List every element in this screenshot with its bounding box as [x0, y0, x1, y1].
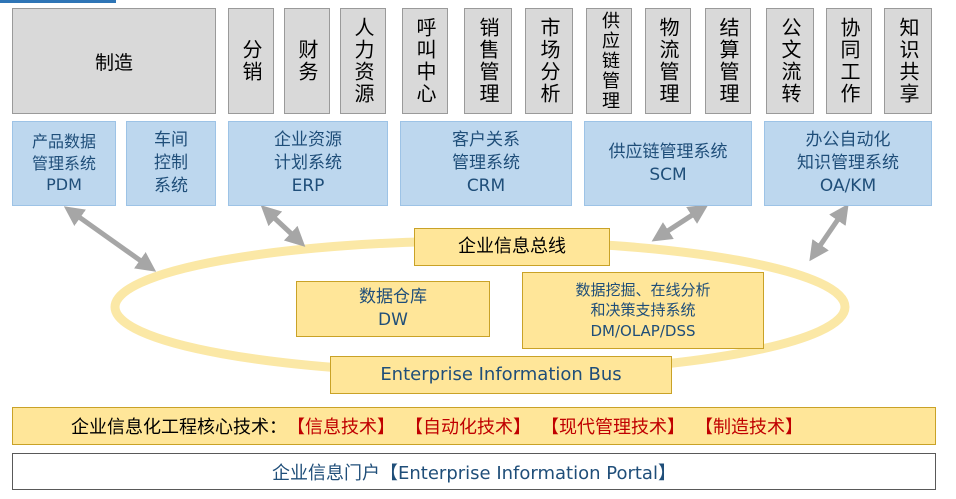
function-label: 人力资源	[351, 17, 375, 105]
core-tech-item: 【信息技术】	[287, 417, 395, 438]
function-label: 分销	[239, 39, 263, 83]
function-box: 财务	[284, 8, 330, 114]
core-tech-item: 【现代管理技术】	[541, 417, 685, 438]
arrow-oakm-bus	[809, 203, 849, 262]
system-workshop-control: 车间 控制 系统	[126, 121, 216, 206]
function-label: 销售管理	[476, 17, 500, 105]
arrow-erp-bus	[260, 205, 306, 247]
function-label: 知识共享	[896, 17, 920, 105]
function-label: 呼叫中心	[413, 17, 437, 105]
system-pdm: 产品数据 管理系统 PDM	[12, 121, 116, 206]
bus-title-en: Enterprise Information Bus	[330, 356, 672, 394]
function-box: 销售管理	[464, 8, 512, 114]
function-box: 协同工作	[826, 8, 872, 114]
core-tech-item: 【制造技术】	[695, 417, 803, 438]
function-box: 分销	[228, 8, 274, 114]
function-manufacturing: 制造	[12, 8, 216, 114]
core-tech-item: 【自动化技术】	[405, 417, 531, 438]
function-label: 物流管理	[656, 17, 680, 105]
function-label: 供应链管理	[599, 11, 620, 111]
system-scm: 供应链管理系统 SCM	[584, 121, 752, 206]
bus-title-cn: 企业信息总线	[414, 228, 610, 266]
data-warehouse-box: 数据仓库 DW	[296, 281, 490, 337]
function-label: 公文流转	[778, 17, 802, 105]
core-technologies-label: 企业信息化工程核心技术：	[71, 417, 287, 438]
system-oakm: 办公自动化 知识管理系统 OA/KM	[764, 121, 932, 206]
function-label: 市场分析	[537, 17, 561, 105]
function-box: 供应链管理	[586, 8, 632, 114]
system-erp: 企业资源 计划系统 ERP	[228, 121, 388, 206]
function-box: 结算管理	[705, 8, 751, 114]
function-box: 呼叫中心	[402, 8, 448, 114]
function-box: 公文流转	[766, 8, 814, 114]
core-technologies-bar: 企业信息化工程核心技术： 【信息技术】 【自动化技术】 【现代管理技术】 【制造…	[12, 407, 936, 445]
function-label: 财务	[295, 39, 319, 83]
function-box: 人力资源	[340, 8, 386, 114]
function-box: 市场分析	[525, 8, 573, 114]
enterprise-portal-bar: 企业信息门户【Enterprise Information Portal】	[12, 453, 936, 490]
system-crm: 客户关系 管理系统 CRM	[400, 121, 572, 206]
function-label: 结算管理	[716, 17, 740, 105]
function-label: 协同工作	[837, 17, 861, 105]
function-box: 知识共享	[884, 8, 932, 114]
function-box: 物流管理	[645, 8, 691, 114]
arrow-pdm-bus	[63, 206, 157, 272]
decision-support-box: 数据挖掘、在线分析 和决策支持系统 DM/OLAP/DSS	[522, 272, 764, 349]
arrow-scm-bus	[651, 204, 709, 242]
top-accent-bar	[0, 0, 116, 3]
